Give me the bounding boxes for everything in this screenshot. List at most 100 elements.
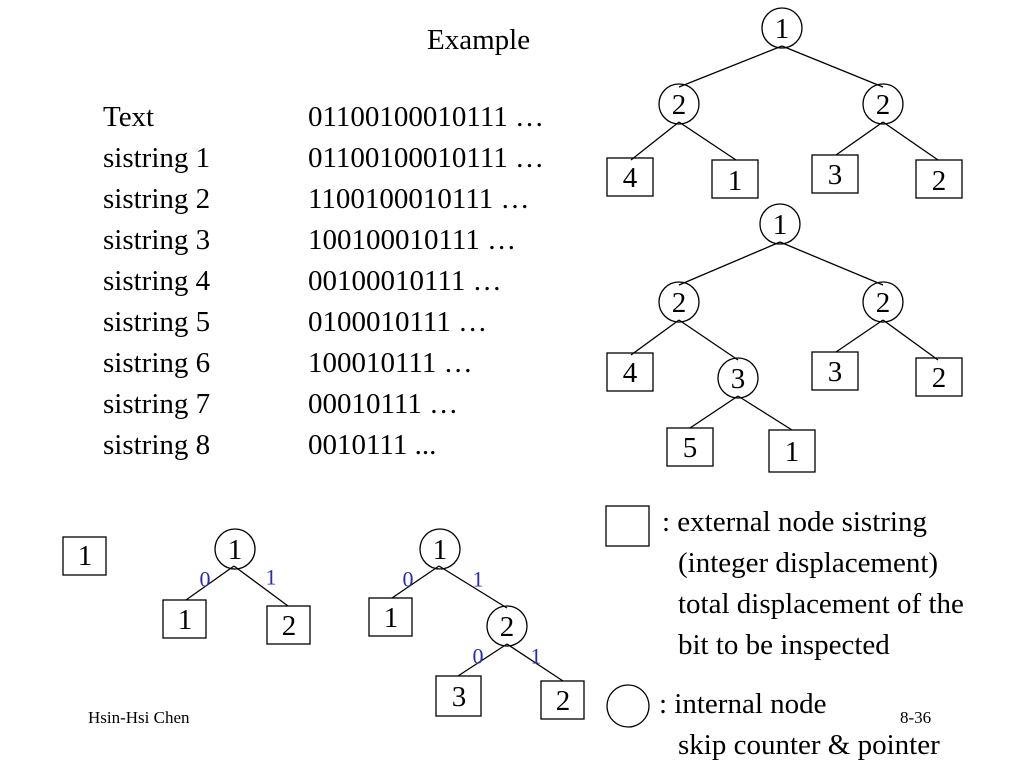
tree-edge — [737, 395, 793, 431]
internal-node — [486, 605, 528, 647]
leaf-label: 4 — [623, 162, 638, 194]
row-label: Text — [103, 101, 155, 133]
leaf-label: 1 — [78, 540, 93, 572]
external-node — [368, 597, 413, 637]
tree-edge — [438, 565, 508, 609]
tree-edge — [779, 241, 884, 286]
edge-bit-label: 0 — [473, 644, 484, 669]
tree-edge — [882, 319, 939, 361]
legend-external-line-2: (integer displacement) — [678, 547, 939, 579]
sistring-table: Text 01100100010111 … sistring 1 0110010… — [103, 97, 544, 466]
leaf-label: 2 — [932, 362, 947, 394]
row-label: sistring 2 — [103, 183, 211, 215]
edge-bit-label: 1 — [473, 567, 484, 592]
tree-edge — [678, 121, 737, 161]
internal-node — [862, 281, 904, 323]
sistring-row: sistring 8 0010111 ... — [103, 425, 544, 466]
leaf-label: 3 — [828, 159, 843, 191]
external-node — [915, 159, 963, 199]
internal-node — [759, 203, 801, 245]
leaf-label: 2 — [556, 685, 571, 717]
node-label: 1 — [773, 209, 788, 241]
tree-edge — [781, 45, 884, 88]
tree-edge — [689, 395, 739, 429]
row-label: sistring 8 — [103, 429, 211, 461]
external-node — [266, 605, 311, 645]
node-label: 1 — [775, 13, 790, 45]
external-node — [606, 157, 654, 197]
external-node — [666, 427, 714, 467]
tree-edge — [391, 565, 440, 599]
node-label: 2 — [876, 287, 891, 319]
external-node — [811, 351, 859, 391]
legend-internal-line-2: skip counter & pointer — [678, 729, 940, 761]
tree-edge — [835, 121, 884, 156]
tree-edge — [678, 241, 781, 286]
external-node — [606, 352, 654, 392]
internal-node — [658, 83, 700, 125]
internal-node — [761, 7, 803, 49]
node-label: 2 — [876, 89, 891, 121]
slide-title: Example — [427, 24, 531, 56]
leaf-label: 1 — [178, 604, 193, 636]
internal-node — [214, 528, 256, 570]
external-node — [915, 357, 963, 397]
tree-edge — [678, 319, 739, 361]
sistring-row: Text 01100100010111 … — [103, 97, 544, 138]
node-label: 2 — [500, 611, 515, 643]
leaf-label: 4 — [623, 357, 638, 389]
internal-node — [419, 528, 461, 570]
legend-external-line-4: bit to be inspected — [678, 629, 890, 661]
tree-edge — [678, 45, 783, 88]
leaf-label: 2 — [282, 610, 297, 642]
small-tree-b — [368, 528, 585, 720]
legend-external-line-3: total displacement of the — [678, 588, 964, 620]
node-label: 3 — [731, 363, 746, 395]
row-bits: 100010111 … — [308, 347, 473, 379]
external-node — [540, 680, 585, 720]
right-tree-top — [606, 7, 963, 199]
node-label: 2 — [672, 89, 687, 121]
sistring-row: sistring 1 01100100010111 … — [103, 138, 544, 179]
node-label: 2 — [672, 287, 687, 319]
footer-author: Hsin-Hsi Chen — [88, 708, 190, 727]
internal-node — [658, 281, 700, 323]
row-bits: 1100100010111 … — [308, 183, 530, 215]
row-label: sistring 3 — [103, 224, 211, 256]
node-label: 1 — [228, 534, 243, 566]
legend-square-icon — [605, 505, 650, 547]
leaf-label: 1 — [384, 602, 399, 634]
row-label: sistring 5 — [103, 306, 211, 338]
internal-node — [717, 357, 759, 399]
tree-edge — [457, 643, 508, 677]
tree-edge — [835, 319, 884, 353]
legend-external-line-1: : external node sistring — [662, 506, 927, 538]
tree-edge — [630, 319, 680, 356]
row-label: sistring 1 — [103, 142, 211, 174]
sistring-row: sistring 2 1100100010111 … — [103, 179, 544, 220]
tree-edge — [882, 121, 939, 161]
internal-node — [862, 83, 904, 125]
single-external-node — [62, 536, 107, 576]
node-label: 1 — [433, 534, 448, 566]
row-bits: 100100010111 … — [308, 224, 517, 256]
external-node — [162, 599, 207, 639]
tree-edge — [630, 121, 680, 161]
row-bits: 01100100010111 … — [308, 101, 545, 133]
external-node — [768, 429, 816, 473]
row-bits: 00010111 … — [308, 388, 459, 420]
row-label: sistring 7 — [103, 388, 211, 420]
sistring-row: sistring 6 100010111 … — [103, 343, 544, 384]
external-node — [435, 675, 482, 717]
edge-bit-label: 0 — [200, 567, 211, 592]
footer-page-number: 8-36 — [900, 708, 932, 727]
sistring-row: sistring 3 100100010111 … — [103, 220, 544, 261]
leaf-label: 3 — [452, 681, 467, 713]
edge-bit-label: 1 — [266, 565, 277, 590]
leaf-label: 5 — [683, 432, 698, 464]
external-node — [711, 159, 759, 199]
sistring-row: sistring 5 0100010111 … — [103, 302, 544, 343]
sistring-row: sistring 4 00100010111 … — [103, 261, 544, 302]
row-label: sistring 4 — [103, 265, 211, 297]
